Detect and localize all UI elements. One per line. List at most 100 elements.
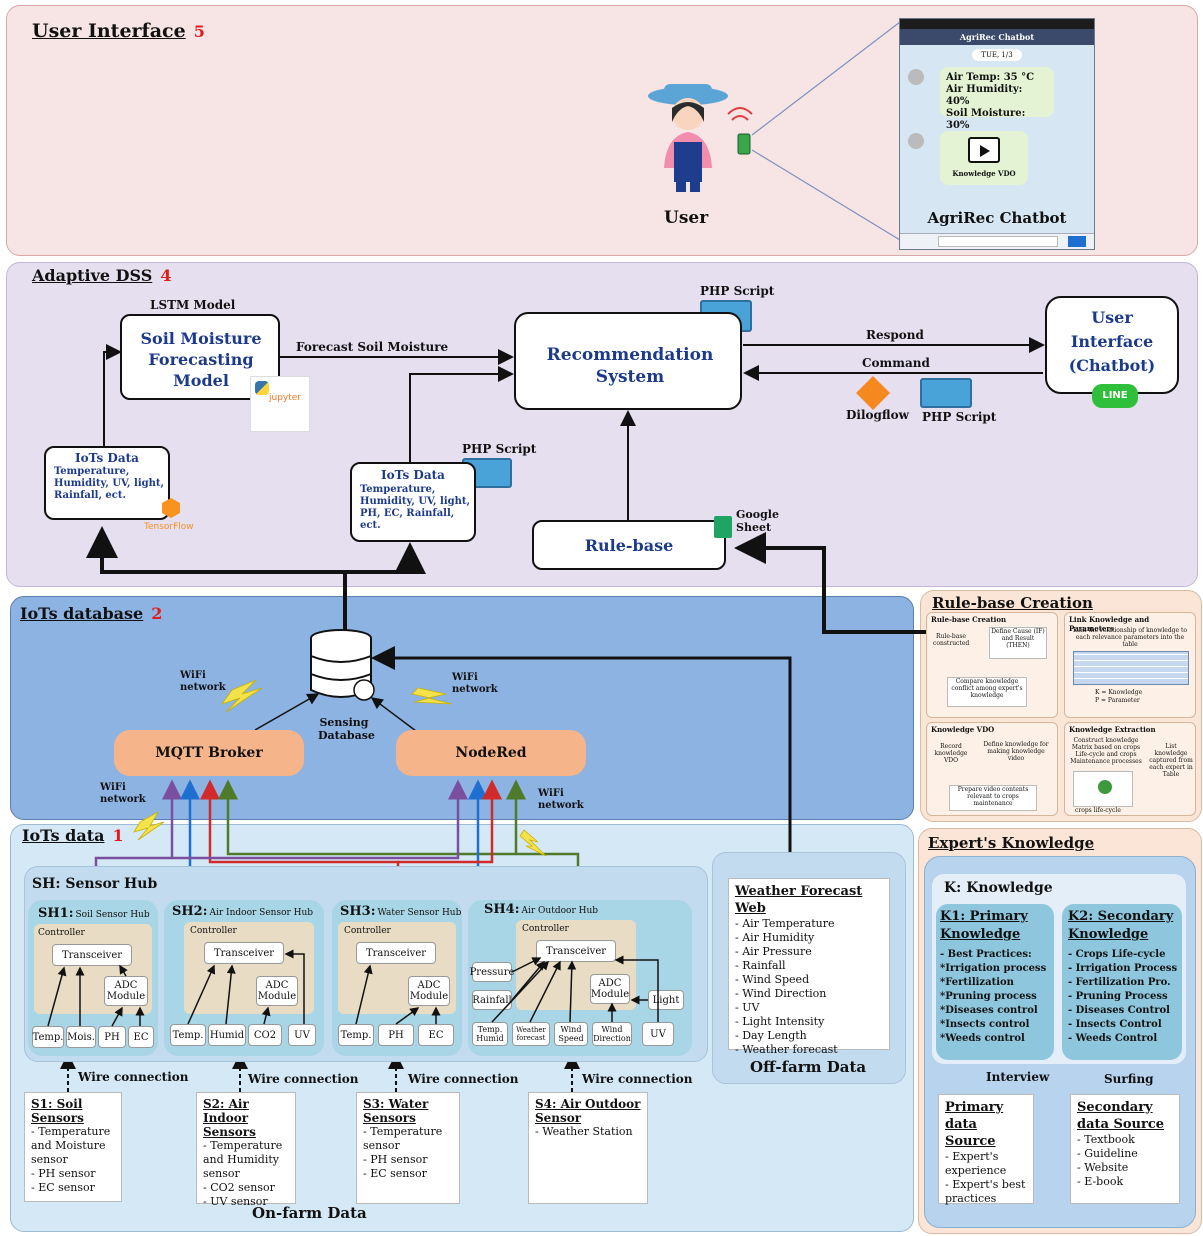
knowledge-parameter-table	[1073, 651, 1189, 685]
rbc-panel-4: Knowledge Extraction Construct knowledge…	[1064, 722, 1196, 816]
s2-air-indoor-sensors: S2: Air Indoor Sensors - Temperature and…	[196, 1092, 296, 1208]
google-sheet-label: Google Sheet	[736, 508, 779, 534]
msg-soil-moisture: Soil Moisture: 30%	[946, 108, 1026, 131]
iot-data-box-left: IoTs Data Temperature, Humidity, UV, lig…	[44, 446, 170, 520]
mqtt-broker: MQTT Broker	[114, 730, 304, 776]
expert-knowledge-title: Expert's Knowledge	[928, 834, 1095, 852]
rule-base-box: Rule-base	[532, 520, 726, 570]
line-logo: LINE	[1092, 384, 1138, 408]
s4-air-outdoor-sensor: S4: Air Outdoor Sensor - Weather Station	[528, 1092, 648, 1204]
forecast-arrow-label: Forecast Soil Moisture	[296, 340, 449, 354]
k1-primary-content: K1: Primary Knowledge - Best Practices: …	[940, 909, 1047, 1044]
respond-label: Respond	[866, 328, 924, 342]
sh3-adc: ADC Module	[408, 976, 450, 1006]
bot-avatar-2	[908, 133, 924, 149]
sensor-message-bubble: Air Temp: 35 °C Air Humidity: 40% Soil M…	[940, 67, 1054, 131]
rbc-panel-2-b: K = Knowledge	[1095, 689, 1143, 696]
sh3-title: SH3:Water Sensor Hub	[340, 904, 462, 919]
sh4-sensor-rainfall: Rainfall	[472, 990, 512, 1010]
phone-input-bar[interactable]	[900, 233, 1094, 249]
sh2-sensor-humid: Humid	[208, 1024, 246, 1046]
wifi-label-right: WiFi network	[452, 672, 498, 695]
s3-water-sensors: S3: Water Sensors - Temperature sensor- …	[356, 1092, 460, 1204]
rbc-panel-4-b: List knowledge captured from each expert…	[1149, 743, 1193, 778]
wire-label-s1: Wire connection	[78, 1070, 189, 1084]
recommendation-system-title: Recommendation System	[546, 345, 714, 387]
wire-label-s3: Wire connection	[408, 1072, 519, 1086]
line-logo-text: LINE	[1102, 390, 1128, 401]
sh3-sensor-ph: PH	[378, 1024, 414, 1046]
rbc-panel-4-a: Construct knowledge Matrix based on crop…	[1070, 737, 1142, 765]
tensorflow-text: TensorFlow	[144, 522, 194, 532]
rbc-panel-2: Link Knowledge and Parameters Link the r…	[1064, 612, 1196, 718]
iot-data-title-mid: IoTs Data	[381, 468, 445, 482]
sh2-sensor-uv: UV	[288, 1024, 316, 1046]
wifi-label-mqtt: WiFi network	[100, 782, 146, 805]
php-script-label-mid: PHP Script	[462, 442, 537, 456]
k1-primary-box	[936, 904, 1054, 1060]
sh4-title: SH4:Air Outdoor Hub	[484, 902, 599, 917]
sh1-title: SH1:Soil Sensor Hub	[38, 906, 150, 921]
send-button[interactable]	[1068, 236, 1086, 247]
rbc-panel-3-a: Record knowledge VDO	[934, 743, 968, 764]
php-script-label-right: PHP Script	[922, 410, 997, 424]
wifi-label-left: WiFi network	[180, 670, 226, 693]
rbc-panel-3-b: Define knowledge for making knowledge vi…	[983, 741, 1049, 762]
wifi-label-nodered: WiFi network	[538, 788, 584, 811]
rbc-panel-1: Rule-base Creation Rule-base constructed…	[926, 612, 1058, 718]
sh2-transceiver: Transceiver	[204, 942, 284, 964]
nodered: NodeRed	[396, 730, 586, 776]
sh1-transceiver: Transceiver	[52, 944, 132, 966]
weather-forecast-web: Weather Forecast Web - Air Temperature- …	[728, 878, 890, 1056]
rbc-panel-1-c: Compare knowledge conflict among expert'…	[947, 677, 1027, 707]
tensorflow-icon	[162, 498, 180, 518]
on-farm-data-label: On-farm Data	[252, 1204, 367, 1222]
sh2-adc: ADC Module	[256, 976, 298, 1006]
rbc-panel-3-c: Prepare video contents relevant to crops…	[949, 785, 1037, 811]
rbc-panel-2-title: Link Knowledge and Parameters	[1069, 615, 1150, 633]
iot-data-body-mid: Temperature, Humidity, UV, light, PH, EC…	[360, 484, 470, 531]
video-play-icon[interactable]	[968, 137, 1000, 163]
google-sheet-icon	[714, 516, 732, 538]
command-label: Command	[862, 356, 930, 370]
k2-secondary-box	[1062, 904, 1182, 1060]
ui-chatbot-title: User Interface (Chatbot)	[1068, 308, 1156, 375]
msg-air-humidity: Air Humidity: 40%	[946, 84, 1023, 107]
phone-status-bar	[900, 19, 1094, 29]
wire-label-s2: Wire connection	[248, 1072, 359, 1086]
sh4-sensor-pressure: Pressure	[470, 962, 514, 982]
iot-data-title-left: IoTs Data	[75, 451, 139, 465]
soil-model-title: Soil Moisture Forecasting Model	[140, 329, 262, 390]
rbc-panel-2-a: Link the relationship of knowledge to ea…	[1073, 627, 1187, 648]
php-script-icon-right	[920, 378, 972, 408]
farmer-user-icon	[648, 84, 753, 192]
sh3-transceiver: Transceiver	[356, 942, 436, 964]
wire-label-s4: Wire connection	[582, 1072, 693, 1086]
rbc-panel-4-c: crops life-cycle	[1075, 807, 1121, 814]
sh2-controller-label: Controller	[190, 926, 237, 936]
interview-label: Interview	[986, 1070, 1050, 1084]
dialogflow-label: Dilogflow	[846, 408, 909, 422]
php-script-label-top: PHP Script	[700, 284, 775, 298]
jupyter-logo: jupyter	[250, 376, 310, 432]
rule-base-title: Rule-base	[584, 536, 674, 555]
sh3-sensor-ec: EC	[418, 1024, 454, 1046]
sh1-sensor-mois: Mois.	[66, 1026, 96, 1048]
recommendation-system-box: Recommendation System	[514, 312, 742, 410]
rbc-panel-3: Knowledge VDO Record knowledge VDO Defin…	[926, 722, 1058, 816]
video-message-bubble[interactable]: Knowledge VDO	[940, 131, 1028, 185]
sh3-controller-label: Controller	[344, 926, 391, 936]
sh1-sensor-temp: Temp.	[32, 1026, 64, 1048]
python-icon	[255, 381, 269, 395]
sh4-sensor-weather: Weather forecast	[512, 1022, 550, 1046]
iot-data-body-left: Temperature, Humidity, UV, light, Rainfa…	[54, 466, 164, 501]
sh3-sensor-temp: Temp.	[338, 1024, 374, 1046]
sh4-sensor-uv: UV	[642, 1022, 674, 1046]
sensor-hub-title: SH: Sensor Hub	[32, 876, 158, 892]
chat-input-field[interactable]	[938, 236, 1058, 247]
iot-data-box-mid: IoTs Data Temperature, Humidity, UV, lig…	[350, 462, 476, 542]
off-farm-data-label: Off-farm Data	[750, 1058, 867, 1076]
